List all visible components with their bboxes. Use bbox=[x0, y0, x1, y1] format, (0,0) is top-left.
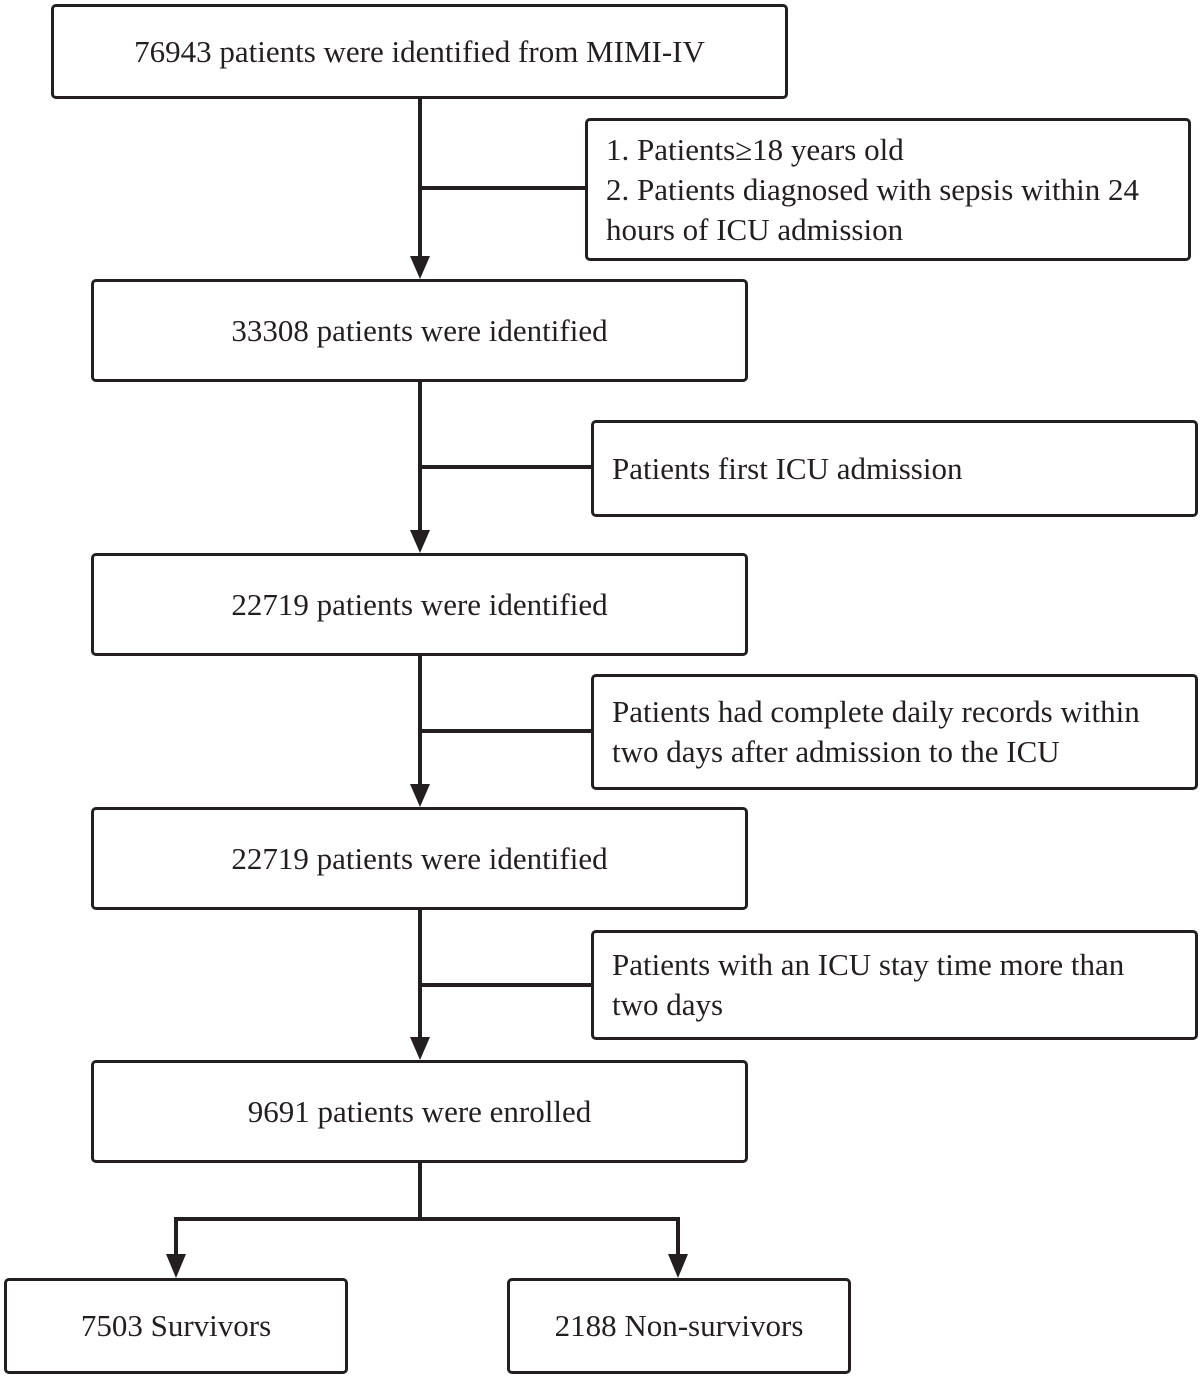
criteria-box-4: Patients with an ICU stay time more than… bbox=[591, 930, 1198, 1040]
node-identified-1-text: 33308 patients were identified bbox=[231, 312, 608, 348]
criteria-box-1: 1. Patients≥18 years old 2. Patients dia… bbox=[585, 118, 1191, 261]
criteria-3-line-2: two days after admission to the ICU bbox=[612, 734, 1060, 769]
node-identified-2-text: 22719 patients were identified bbox=[231, 586, 608, 622]
criteria-3-line-1: Patients had complete daily records with… bbox=[612, 694, 1140, 729]
criteria-1-line-3: hours of ICU admission bbox=[606, 211, 904, 247]
node-identified-mimic-text: 76943 patients were identified from MIMI… bbox=[134, 33, 705, 69]
criteria-4-line-2: two days bbox=[612, 987, 724, 1022]
arrowhead-main-4 bbox=[410, 1037, 430, 1060]
criteria-box-3: Patients had complete daily records with… bbox=[591, 674, 1198, 790]
arrowhead-main-3 bbox=[410, 784, 430, 807]
node-identified-mimic: 76943 patients were identified from MIMI… bbox=[51, 4, 788, 99]
node-survivors-text: 7503 Survivors bbox=[80, 1308, 272, 1343]
criteria-1-line-2: 2. Patients diagnosed with sepsis within… bbox=[606, 171, 1140, 207]
arrowhead-survivors bbox=[166, 1254, 186, 1278]
arrowhead-main-1 bbox=[410, 256, 430, 279]
node-survivors: 7503 Survivors bbox=[4, 1278, 348, 1374]
node-identified-2: 22719 patients were identified bbox=[91, 553, 748, 656]
arrowhead-main-2 bbox=[410, 530, 430, 553]
node-identified-1: 33308 patients were identified bbox=[91, 279, 748, 382]
criteria-box-2: Patients first ICU admission bbox=[591, 420, 1198, 517]
arrowhead-non-survivors bbox=[668, 1254, 688, 1278]
node-identified-3-text: 22719 patients were identified bbox=[231, 840, 608, 876]
criteria-1-line-1: 1. Patients≥18 years old bbox=[606, 131, 904, 167]
node-non-survivors-text: 2188 Non-survivors bbox=[554, 1308, 804, 1343]
node-identified-3: 22719 patients were identified bbox=[91, 807, 748, 910]
node-non-survivors: 2188 Non-survivors bbox=[507, 1278, 851, 1374]
criteria-2-line-1: Patients first ICU admission bbox=[612, 450, 963, 486]
node-enrolled: 9691 patients were enrolled bbox=[91, 1060, 748, 1163]
node-enrolled-text: 9691 patients were enrolled bbox=[247, 1093, 592, 1129]
criteria-4-line-1: Patients with an ICU stay time more than bbox=[612, 947, 1125, 982]
